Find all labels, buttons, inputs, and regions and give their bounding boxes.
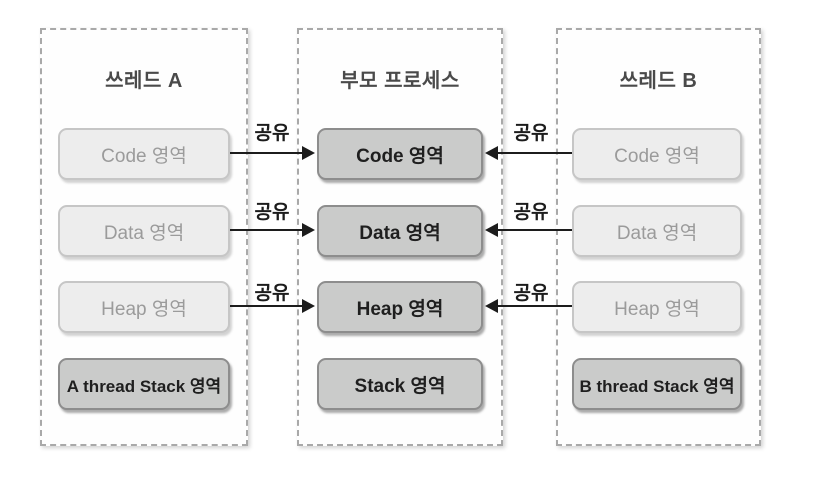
thread-a-heap-box: Heap 영역 [58,281,230,333]
share-arrow-line-a-heap [230,305,303,307]
thread-b-code-box: Code 영역 [572,128,742,180]
share-label-a-heap: 공유 [254,283,290,304]
thread-a-title: 쓰레드 A [105,70,183,92]
parent-data-box: Data 영역 [317,205,483,257]
share-arrow-line-b-heap [498,305,572,307]
arrowhead-left-icon [485,223,498,237]
share-label-a-data: 공유 [254,202,290,223]
thread-b-data-box: Data 영역 [572,205,742,257]
arrowhead-right-icon [302,223,315,237]
parent-stack-box: Stack 영역 [317,358,483,410]
thread-a-stack-box: A thread Stack 영역 [58,358,230,410]
thread-b-title: 쓰레드 B [619,70,698,92]
thread-b-stack-box: B thread Stack 영역 [572,358,742,410]
thread-a-code-box: Code 영역 [58,128,230,180]
arrowhead-left-icon [485,146,498,160]
share-label-b-data: 공유 [513,202,549,223]
share-arrow-line-b-code [498,152,572,154]
arrowhead-right-icon [302,299,315,313]
share-arrow-line-a-data [230,229,303,231]
parent-heap-box: Heap 영역 [317,281,483,333]
thread-b-heap-box: Heap 영역 [572,281,742,333]
share-label-a-code: 공유 [254,123,290,144]
share-label-b-code: 공유 [513,123,549,144]
parent-process-title: 부모 프로세스 [340,70,460,92]
share-arrow-line-a-code [230,152,303,154]
thread-a-data-box: Data 영역 [58,205,230,257]
parent-code-box: Code 영역 [317,128,483,180]
share-arrow-line-b-data [498,229,572,231]
share-label-b-heap: 공유 [513,283,549,304]
arrowhead-left-icon [485,299,498,313]
arrowhead-right-icon [302,146,315,160]
